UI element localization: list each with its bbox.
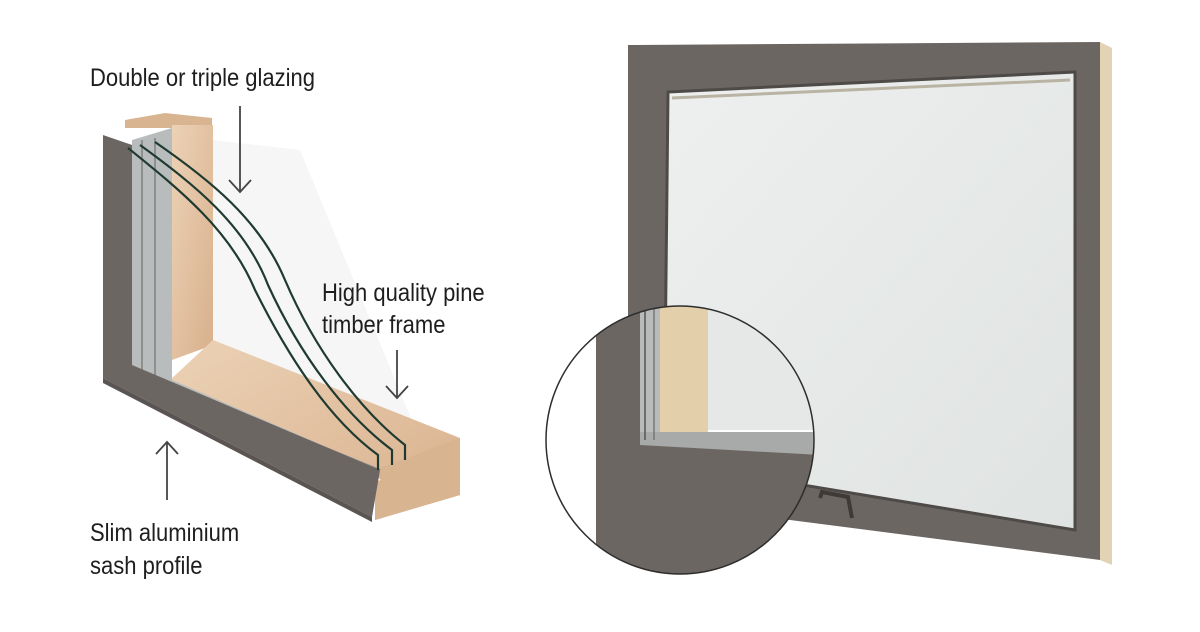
glazing-lines — [127, 141, 407, 470]
timber-vertical — [172, 125, 213, 360]
label-timber-line1: High quality pine — [322, 279, 485, 307]
arrow-glazing — [228, 106, 252, 194]
timber-edge — [1100, 42, 1112, 565]
label-glazing: Double or triple glazing — [90, 64, 316, 92]
aluminium-sash — [103, 135, 380, 517]
label-aluminium-line1: Slim aluminium — [90, 519, 240, 547]
label-timber-line2: timber frame — [322, 311, 446, 339]
window-handle-icon — [818, 489, 854, 519]
arrow-aluminium — [155, 440, 179, 500]
magnifier-detail — [545, 305, 815, 575]
arrow-timber — [385, 350, 409, 400]
timber-top — [125, 113, 212, 128]
label-aluminium-line2: sash profile — [90, 552, 203, 580]
section-illustration — [103, 113, 460, 522]
